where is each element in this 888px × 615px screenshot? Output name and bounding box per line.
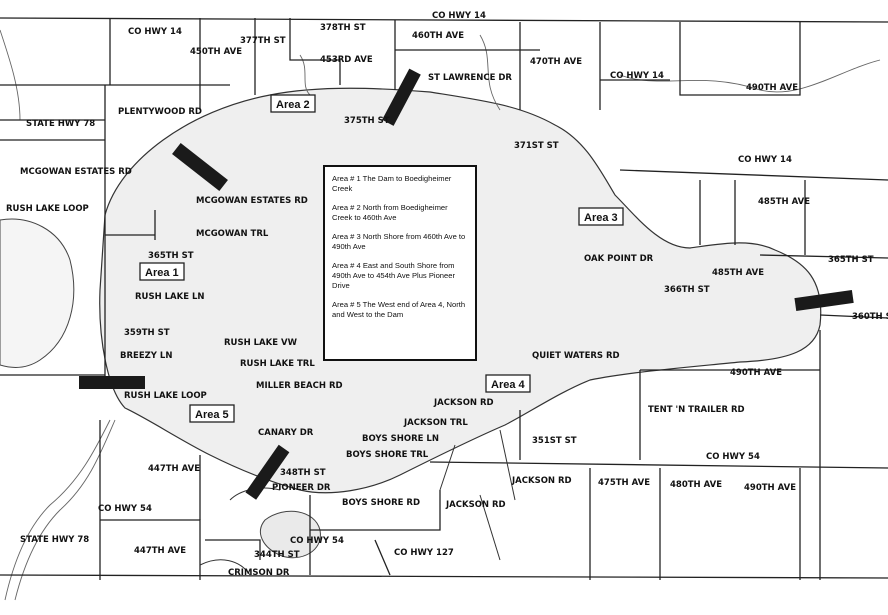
road-labels: CO HWY 14 CO HWY 14 450TH AVE 377TH ST 3… — [6, 11, 888, 578]
area-4-label: Area 4 — [491, 379, 526, 391]
road-label: CANARY DR — [258, 428, 314, 438]
area-5-box: Area 5 — [189, 404, 235, 423]
road-label: 475TH AVE — [598, 478, 650, 488]
road-label: 359TH ST — [124, 328, 170, 338]
road-label: 360TH ST — [852, 312, 888, 322]
road-label: 480TH AVE — [670, 480, 722, 490]
area-2-label: Area 2 — [276, 99, 310, 111]
road-label: JACKSON RD — [433, 398, 494, 408]
road-label: 447TH AVE — [134, 546, 186, 556]
creek-sw — [4, 419, 111, 601]
area-3-box: Area 3 — [578, 207, 624, 226]
creek-ne — [479, 34, 501, 111]
creek-sw-2 — [14, 419, 116, 601]
road-label: STATE HWY 78 — [26, 119, 95, 129]
road-label: PLENTYWOOD RD — [118, 107, 202, 117]
road-label: BOYS SHORE RD — [342, 498, 420, 508]
area-3-label: Area 3 — [584, 212, 618, 224]
road-label: RUSH LAKE TRL — [240, 359, 315, 369]
road-label: CO HWY 14 — [738, 155, 792, 165]
divider-bar-2 — [382, 68, 421, 126]
road-label: 348TH ST — [280, 468, 326, 478]
road-label: CO HWY 14 — [610, 71, 664, 81]
road-label: CO HWY 54 — [98, 504, 152, 514]
area-legend: Area # 1 The Dam to Boedigheimer Creek A… — [323, 165, 477, 361]
road-label: TENT 'N TRAILER RD — [648, 405, 745, 415]
area-4-box: Area 4 — [485, 374, 531, 393]
road-label: RUSH LAKE LOOP — [124, 391, 207, 401]
road-label: 460TH AVE — [412, 31, 464, 41]
road-label: 366TH ST — [664, 285, 710, 295]
area-1-label: Area 1 — [145, 267, 179, 279]
west-bay — [0, 218, 75, 368]
legend-area-3: Area # 3 North Shore from 460th Ave to 4… — [332, 232, 466, 251]
road-label: CO HWY 54 — [290, 536, 344, 546]
road-label: MCGOWAN TRL — [196, 229, 269, 239]
legend-area-1: Area # 1 The Dam to Boedigheimer Creek — [332, 174, 452, 193]
creek-nw — [0, 29, 21, 121]
road-label: 470TH AVE — [530, 57, 582, 67]
road-label: PIONEER DR — [272, 483, 331, 493]
road-label: MILLER BEACH RD — [256, 381, 343, 391]
road-label: JACKSON RD — [445, 500, 506, 510]
road-label: CO HWY 14 — [432, 11, 486, 21]
divider-bar-5 — [245, 444, 290, 500]
road-label: BOYS SHORE TRL — [346, 450, 429, 460]
road-label: 344TH ST — [254, 550, 300, 560]
road-label: CO HWY 127 — [394, 548, 454, 558]
divider-bar-1 — [172, 143, 228, 191]
road-label: 377TH ST — [240, 36, 286, 46]
road-label: BREEZY LN — [120, 351, 172, 361]
roads — [0, 17, 888, 580]
road-label: CRIMSON DR — [228, 568, 290, 578]
divider-bar-4 — [79, 376, 145, 389]
south-pond — [260, 510, 321, 559]
road-label: 485TH AVE — [758, 197, 810, 207]
area-5-label: Area 5 — [195, 409, 229, 421]
road-label: OAK POINT DR — [584, 254, 654, 264]
road-label: MCGOWAN ESTATES RD — [20, 167, 132, 177]
road-label: 490TH AVE — [730, 368, 782, 378]
road-label: BOYS SHORE LN — [362, 434, 439, 444]
road-label: STATE HWY 78 — [20, 535, 89, 545]
road-label: RUSH LAKE LOOP — [6, 204, 89, 214]
road-label: 485TH AVE — [712, 268, 764, 278]
road-label: 490TH AVE — [746, 83, 798, 93]
creek-e — [619, 59, 881, 93]
area-1-box: Area 1 — [139, 262, 185, 281]
road-label: 371ST ST — [514, 141, 559, 151]
road-label: 365TH ST — [148, 251, 194, 261]
road-label: ST LAWRENCE DR — [428, 73, 512, 83]
road-label: 375TH ST — [344, 116, 390, 126]
divider-bar-3 — [794, 290, 854, 311]
legend-area-5: Area # 5 The West end of Area 4, North a… — [332, 300, 466, 319]
road-label: 450TH AVE — [190, 47, 242, 57]
road-label: 378TH ST — [320, 23, 366, 33]
legend-area-4: Area # 4 East and South Shore from 490th… — [332, 261, 456, 290]
road-label: 447TH AVE — [148, 464, 200, 474]
road-label: 365TH ST — [828, 255, 874, 265]
creek-n — [299, 54, 311, 96]
road-label: RUSH LAKE VW — [224, 338, 298, 348]
area-2-box: Area 2 — [270, 94, 316, 113]
road-label: CO HWY 14 — [128, 27, 182, 37]
legend-area-2: Area # 2 North from Boedigheimer Creek t… — [332, 203, 448, 222]
road-label: 490TH AVE — [744, 483, 796, 493]
road-label: QUIET WATERS RD — [532, 351, 620, 361]
road-label: JACKSON TRL — [403, 418, 468, 428]
road-label: JACKSON RD — [511, 476, 572, 486]
area-dividers — [79, 68, 854, 500]
road-label: CO HWY 54 — [706, 452, 760, 462]
road-label: MCGOWAN ESTATES RD — [196, 196, 308, 206]
road-label: 453RD AVE — [320, 55, 373, 65]
road-label: RUSH LAKE LN — [135, 292, 205, 302]
road-label: 351ST ST — [532, 436, 577, 446]
